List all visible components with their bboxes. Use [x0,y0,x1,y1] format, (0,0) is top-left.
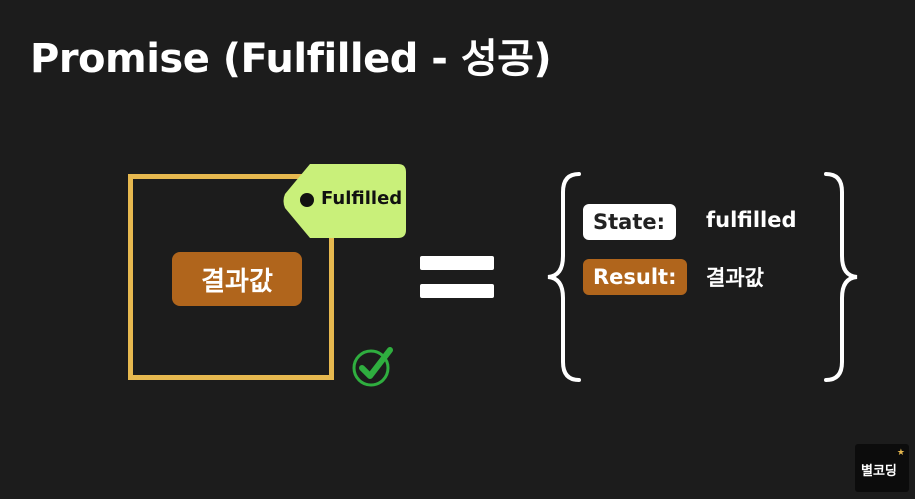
result-key-chip: Result: [583,259,687,295]
tag-hole-icon [300,193,314,207]
slide-title: Promise (Fulfilled - 성공) [30,36,552,82]
star-icon: ★ [896,448,905,458]
equals-icon [420,256,494,298]
logo-text: 별코딩 [861,464,897,479]
state-value: fulfilled [706,208,797,232]
promise-box [128,174,334,380]
result-value: 결과값 [706,266,764,290]
left-brace-icon [547,172,581,382]
fulfilled-tag [282,160,408,240]
result-value-chip: 결과값 [172,252,302,306]
channel-logo: 별코딩 ★ [855,444,909,492]
state-key-chip: State: [583,204,676,240]
fulfilled-tag-label: Fulfilled [321,188,403,209]
right-brace-icon [824,172,858,382]
check-circle-icon [352,347,393,387]
